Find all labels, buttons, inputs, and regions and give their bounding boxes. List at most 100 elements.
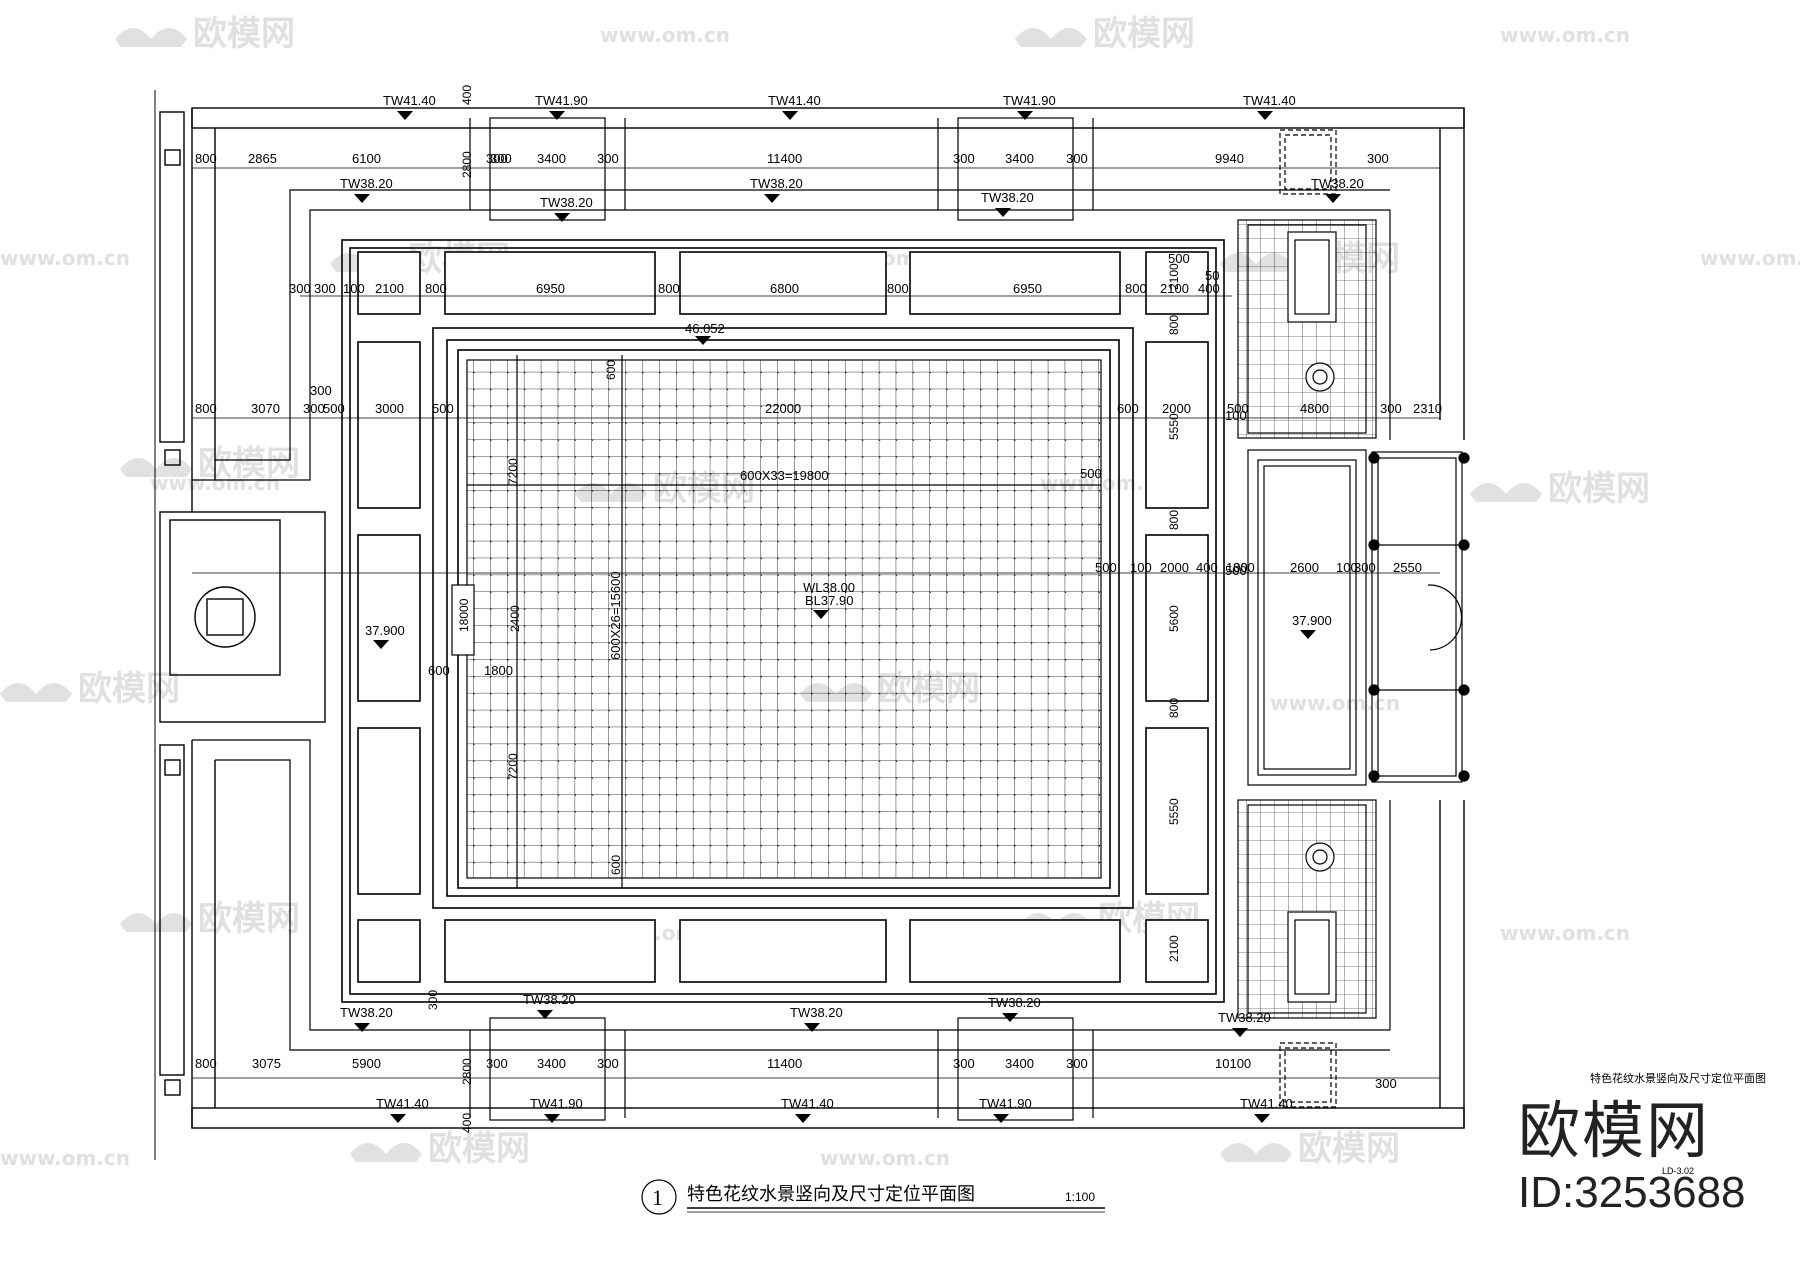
dimension-label: 300 — [1066, 151, 1088, 166]
elevation-label: TW41.40 — [383, 93, 436, 108]
dimension-label: 300 — [1367, 151, 1389, 166]
elevation-marker — [993, 1114, 1009, 1123]
dimension-label: 400 — [1198, 281, 1220, 296]
dimension-label: 500 — [1225, 563, 1247, 578]
bottom-level: BL37.90 — [805, 593, 853, 608]
watermark-icon — [1470, 483, 1542, 502]
right-pavilion — [1237, 129, 1470, 1108]
dimension-label: 3075 — [252, 1056, 281, 1071]
elevation-label: TW41.90 — [979, 1096, 1032, 1111]
dimension-label: 5900 — [352, 1056, 381, 1071]
dimension-label: 800 — [195, 401, 217, 416]
watermark-url: www.om.cn — [820, 1146, 950, 1170]
dimension-label: 3000 — [375, 401, 404, 416]
dimension-label: 10100 — [1215, 1056, 1251, 1071]
watermark-logo: 欧模网 — [78, 669, 180, 709]
dimension-label: 400 — [1196, 560, 1218, 575]
elevation-label: TW38.20 — [1311, 176, 1364, 191]
dimension-label: 2100 — [1167, 935, 1181, 962]
drawing-scale: 1:100 — [1065, 1190, 1095, 1204]
dimension-label: 300 — [597, 1056, 619, 1071]
elevation-marker — [1017, 111, 1033, 120]
dimension-label: 800 — [425, 281, 447, 296]
dimension-label: 500 — [432, 401, 454, 416]
dimension-label: 300 — [953, 151, 975, 166]
dimension-label: 6950 — [536, 281, 565, 296]
pool-grid-h-label: 600X33=19800 — [740, 468, 829, 483]
dimension-label: 800 — [887, 281, 909, 296]
elevation-label: TW41.90 — [1003, 93, 1056, 108]
dimension-label: 5550 — [1167, 413, 1181, 440]
dimension-label: 400 — [460, 1113, 474, 1133]
watermark-icon — [0, 683, 72, 702]
dimension-label: 300 — [1380, 401, 1402, 416]
dimension-label: 100 — [1336, 560, 1358, 575]
pool-grid-guides — [451, 355, 1101, 888]
watermark-logo: 欧模网 — [1298, 1129, 1400, 1169]
dimension-label: 6100 — [352, 151, 381, 166]
dimension-label: 500 — [1168, 251, 1190, 266]
dimension-label: 5550 — [1167, 798, 1181, 825]
elevation-label: TW38.20 — [981, 190, 1034, 205]
drawing-title-block: 1 特色花纹水景竖向及尺寸定位平面图 1:100 — [641, 1179, 1105, 1215]
elevation-label: TW41.40 — [1243, 93, 1296, 108]
watermark-url: www.om.cn — [1500, 23, 1630, 47]
sheet-code: LD-3.02 — [1662, 1166, 1695, 1176]
water-level: WL38.00 — [803, 580, 855, 595]
dimension-label: 100 — [343, 281, 365, 296]
watermark-icon — [350, 1143, 422, 1162]
sheet-name: 特色花纹水景竖向及尺寸定位平面图 — [1590, 1072, 1766, 1085]
dimension-label: 500 — [1095, 560, 1117, 575]
dimension-label: 2310 — [1413, 401, 1442, 416]
dimension-label: 1800 — [484, 663, 513, 678]
dimension-label: 500 — [323, 401, 345, 416]
elevation-label: TW41.90 — [535, 93, 588, 108]
dimension-label: 11400 — [767, 1056, 802, 1071]
dimension-label: 3070 — [251, 401, 280, 416]
dimension-label: 2600 — [1290, 560, 1319, 575]
elevation-marker — [804, 1023, 820, 1032]
dimension-label: 9940 — [1215, 151, 1244, 166]
elevation-label: TW41.40 — [768, 93, 821, 108]
elevation-marker — [1254, 1114, 1270, 1123]
dimension-label: 300 — [1066, 1056, 1088, 1071]
planters-left — [357, 341, 421, 895]
planters-bottom — [357, 919, 1209, 983]
dimension-label: 600 — [604, 360, 618, 380]
watermark-icon — [1015, 28, 1087, 47]
watermark-url: www.om.cn — [0, 246, 130, 270]
dimension-label: 100 — [1226, 560, 1248, 575]
outer-walls — [154, 90, 1465, 1160]
dimension-label: 5600 — [1167, 605, 1181, 632]
elevation-marker — [1325, 194, 1341, 203]
elevation-marker — [995, 208, 1011, 217]
elevation-marker — [764, 194, 780, 203]
dimension-label: 18000 — [457, 598, 471, 632]
dimension-label: 2000 — [1162, 401, 1191, 416]
dimension-label: 800 — [1125, 281, 1147, 296]
elevation-label: TW41.90 — [530, 1096, 583, 1111]
dimension-label: 3400 — [537, 151, 566, 166]
dimension-label: 6800 — [770, 281, 799, 296]
elevation-label: TW41.40 — [1240, 1096, 1293, 1111]
dimension-label: 600 — [428, 663, 450, 678]
elevation-label: TW38.20 — [523, 992, 576, 1007]
planters-right — [1145, 341, 1209, 895]
dimension-label: 400 — [460, 85, 474, 105]
elevation-label: TW38.20 — [340, 1005, 393, 1020]
wl-marker — [813, 610, 829, 619]
elevation-marker — [390, 1114, 406, 1123]
dimension-label: 300 — [303, 401, 325, 416]
watermark-url: www.om.cn — [1700, 246, 1800, 270]
brand-id: ID:3253688 — [1518, 1168, 1746, 1217]
drawing-title: 特色花纹水景竖向及尺寸定位平面图 — [687, 1184, 975, 1205]
watermark-url: www.om.cn — [600, 23, 730, 47]
watermark-url: www.om.cn — [0, 1146, 130, 1170]
elevation-marker — [354, 194, 370, 203]
dimension-label: 600 — [1117, 401, 1139, 416]
drawing-number: 1 — [652, 1185, 663, 1210]
pool-frame — [341, 239, 1225, 1003]
elevation-label: TW38.20 — [1218, 1010, 1271, 1025]
watermark-url: www.om.cn — [1270, 691, 1400, 715]
